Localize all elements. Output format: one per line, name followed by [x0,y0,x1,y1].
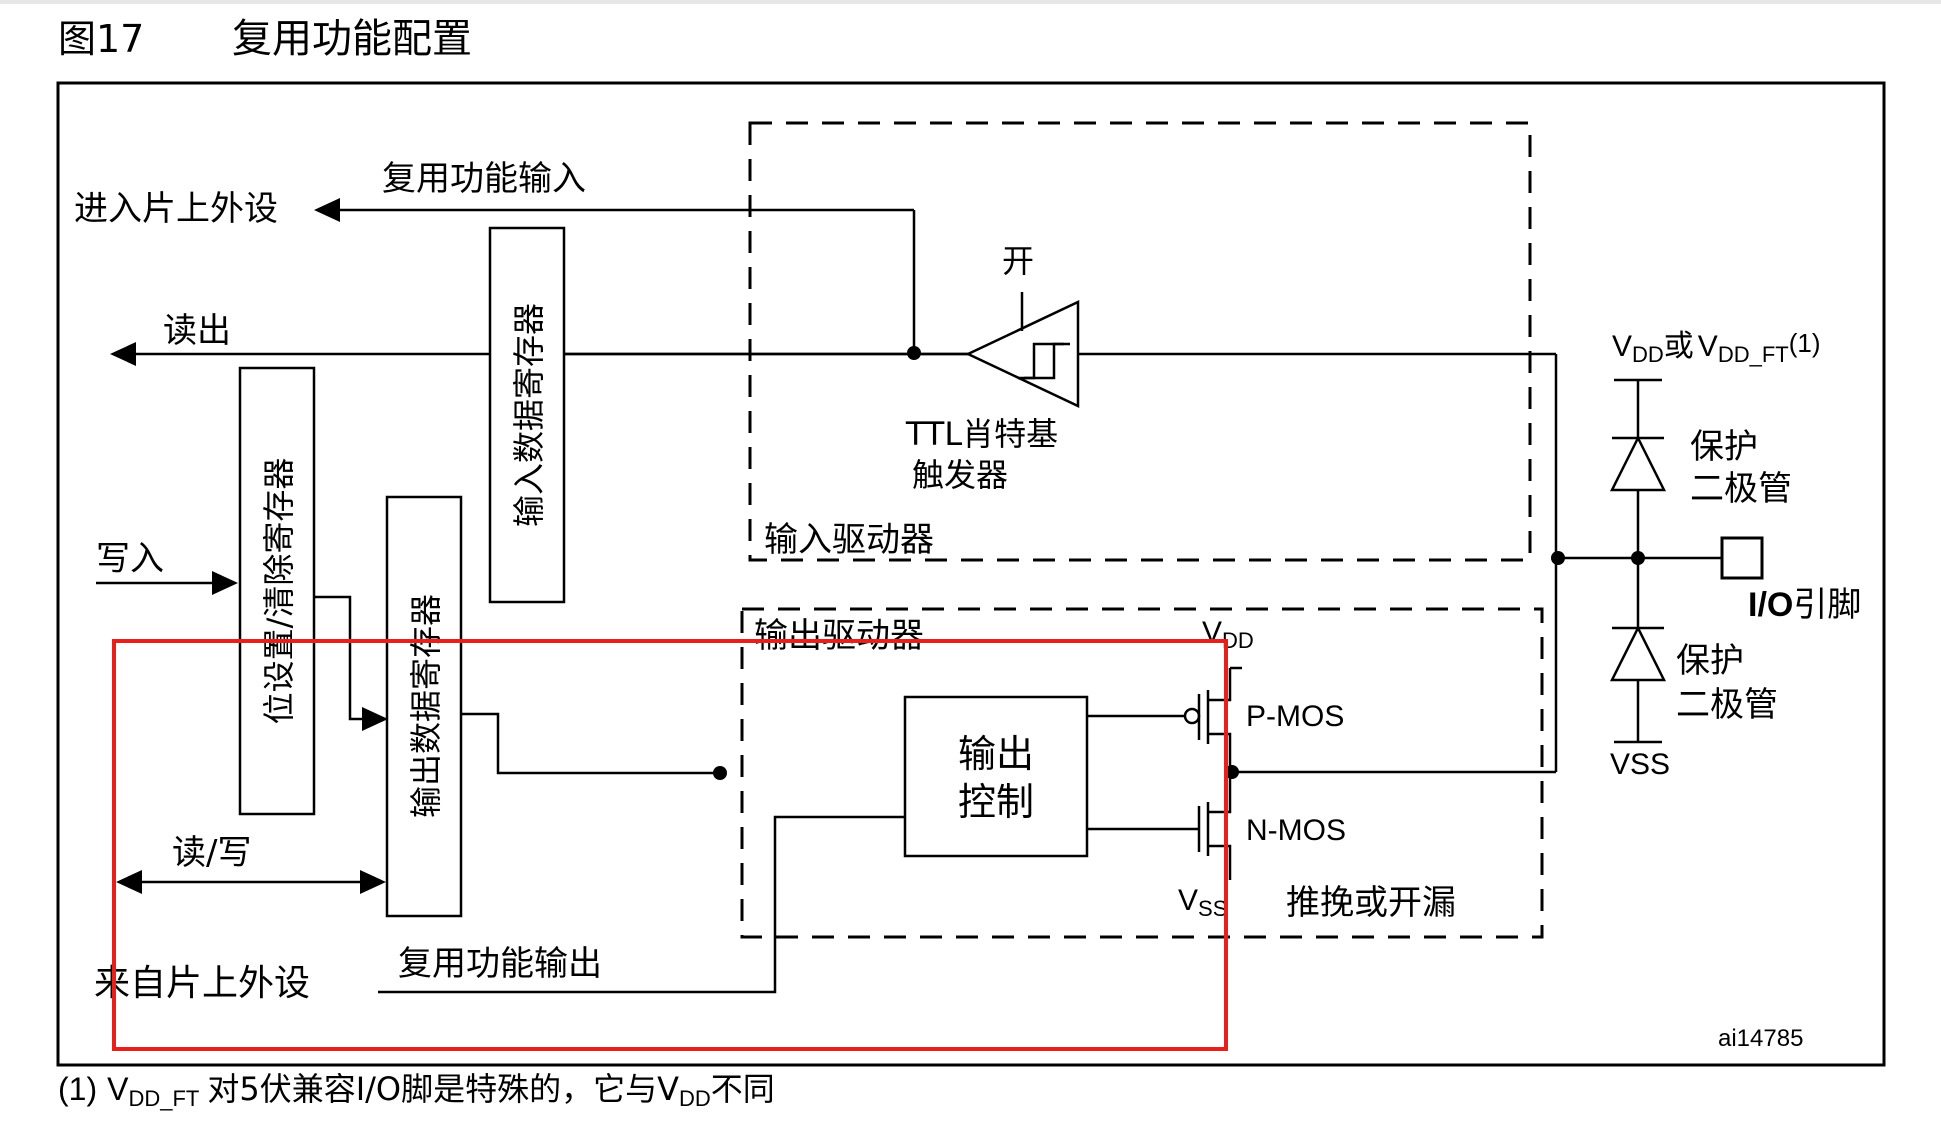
top-diode-label-line2: 二极管 [1690,469,1792,509]
bsrr-to-odr-arrowhead [362,707,388,731]
hysteresis-symbol-b [1024,342,1070,380]
enable-label: 开 [1002,242,1034,280]
bit-set-reset-register [238,366,316,816]
pin-left-dot [1551,551,1565,565]
pmos-drain [1208,732,1232,772]
bottom-diode-triangle [1609,625,1667,682]
io-pin-pad [1720,536,1764,580]
io-pin-label: I/O引脚 [1748,585,1861,625]
output-driver-label: 输出驱动器 [754,616,924,656]
input-driver-box [748,121,1532,562]
top-diode-triangle [1609,435,1667,492]
pmos-label: P-MOS [1246,700,1344,733]
read-arrowhead [110,342,136,366]
read-label: 读出 [163,311,231,351]
figure-number: 图17 [58,17,144,61]
bsrr-to-odr-line [314,595,364,721]
read-write-left-arrowhead [116,870,142,894]
pmos-gate-bubble [1183,707,1201,725]
read-write-label: 读/写 [172,833,251,873]
output-control-box [903,695,1089,858]
read-write-right-arrowhead [360,870,386,894]
write-arrowhead [212,571,238,595]
odr-junction-dot [713,766,727,780]
top-diode-label-line1: 保护 [1690,427,1758,467]
alt-output-label: 复用功能输出 [398,944,602,984]
highlight-box [112,639,1228,1051]
nmos-drain [1208,772,1232,814]
top-border [0,0,1941,4]
schmitt-label-line1: TTL肖特基 [905,415,1058,453]
output-control-line1: 输出 [958,732,1034,776]
odr-to-driver-line [461,712,720,775]
figure-id: ai14785 [1718,1025,1803,1052]
output-driver-box [740,607,1544,939]
figure-title: 复用功能配置 [232,16,472,62]
input-driver-label: 输入驱动器 [764,520,934,560]
schmitt-label-line2: 触发器 [912,456,1008,494]
write-label: 写入 [96,539,164,579]
output-data-register-label: 输出数据寄存器 [407,594,445,818]
pmos-source [1208,668,1232,702]
figure-frame [56,81,1886,1067]
bottom-diode-label-line2: 二极管 [1676,685,1778,725]
alt-input-arrowhead [314,198,340,222]
output-control-line2: 控制 [958,780,1034,824]
vss-label: VSS [1610,748,1670,781]
from-peripheral-label: 来自片上外设 [94,963,310,1004]
alt-input-label: 复用功能输入 [382,159,586,199]
nmos-source [1208,844,1232,880]
input-data-register-label: 输入数据寄存器 [510,303,548,527]
bottom-diode-label-line1: 保护 [1676,641,1744,681]
output-data-register [385,495,463,918]
input-data-register [488,226,566,604]
bit-set-reset-register-label: 位设置/清除寄存器 [260,458,298,725]
vss-internal-label: VSS [1178,884,1227,921]
push-pull-label: 推挽或开漏 [1286,883,1456,923]
alt-output-line [378,815,905,994]
to-peripheral-label: 进入片上外设 [74,189,278,229]
nmos-label: N-MOS [1246,814,1346,847]
